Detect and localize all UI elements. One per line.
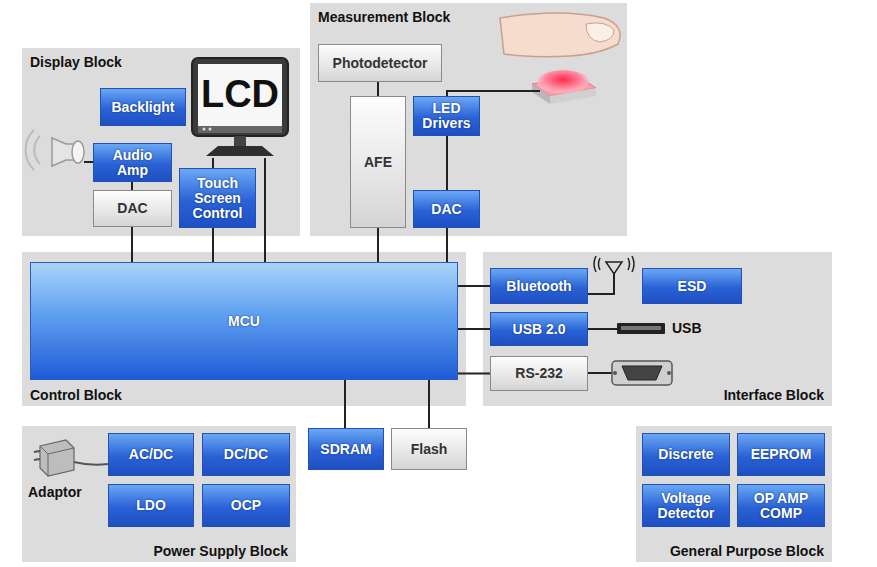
box-label: USB 2.0 <box>513 322 566 337</box>
function-box: USB 2.0 <box>490 312 588 346</box>
adaptor-icon <box>34 440 74 476</box>
bus-line <box>458 328 490 330</box>
box-label: Audio Amp <box>98 148 167 178</box>
block-panel-fill <box>636 426 832 562</box>
bus-line <box>446 228 448 262</box>
function-box: Backlight <box>100 88 186 126</box>
box-label: OCP <box>231 498 261 513</box>
box-label: EEPROM <box>751 447 812 462</box>
block-heading: Measurement Block <box>318 9 450 25</box>
box-label: RS-232 <box>515 366 562 381</box>
function-box: OP AMP COMP <box>737 484 825 527</box>
box-label: Backlight <box>111 100 174 115</box>
lcd-monitor: LCD <box>190 56 290 158</box>
box-label: LED Drivers <box>418 101 475 131</box>
speaker-wire <box>84 161 93 163</box>
bus-line <box>131 227 133 262</box>
usb-connector-icon <box>617 323 665 334</box>
bus-line <box>428 380 430 428</box>
usb-wire <box>588 328 617 330</box>
bus-line <box>131 182 133 190</box>
box-label: DAC <box>117 201 147 216</box>
box-label: Photodetector <box>333 56 428 71</box>
box-label: DC/DC <box>224 447 268 462</box>
box-label: Discrete <box>658 447 713 462</box>
function-box: Discrete <box>642 433 730 476</box>
block-panel: BacklightAudio AmpDAC Touch Screen Contro… <box>22 48 300 236</box>
box-label: Touch Screen Control <box>184 176 251 221</box>
block-heading: Display Block <box>30 54 122 70</box>
box-label: Flash <box>411 442 448 457</box>
block-panel-fill <box>310 3 627 236</box>
function-box-grey: Photodetector <box>318 44 442 82</box>
box-label: SDRAM <box>320 442 371 457</box>
block-panel-fill <box>22 252 466 406</box>
box-label: Voltage Detector <box>647 491 725 521</box>
function-box: EEPROM <box>737 433 825 476</box>
antenna-icon <box>594 256 634 274</box>
block-heading: Power Supply Block <box>153 543 288 559</box>
adaptor-wire <box>74 462 108 465</box>
block-panel-fill <box>22 426 296 562</box>
serial-wire <box>588 372 612 374</box>
block-panel-fill <box>483 252 832 406</box>
function-box: Audio Amp <box>93 143 172 182</box>
function-box-grey: AFE <box>350 96 406 228</box>
function-box: Bluetooth <box>490 268 588 304</box>
speaker-icon <box>26 130 84 170</box>
function-box: AC/DC <box>108 433 194 476</box>
bus-line <box>377 228 379 262</box>
block-panel-fill <box>22 48 300 236</box>
box-label: DAC <box>431 202 461 217</box>
bus-line <box>446 136 448 190</box>
function-box: OCP <box>202 484 290 527</box>
function-box: DC/DC <box>202 433 290 476</box>
function-box: SDRAM <box>308 428 384 470</box>
block-heading: Interface Block <box>724 387 824 403</box>
function-box: DAC <box>413 190 480 228</box>
box-label: Bluetooth <box>506 279 571 294</box>
bus-line <box>344 380 346 428</box>
function-box: Voltage Detector <box>642 484 730 527</box>
bus-line <box>212 228 214 262</box>
function-box: LED Drivers <box>413 96 480 136</box>
function-box: Touch Screen Control <box>179 168 256 228</box>
function-box-grey: DAC <box>93 190 172 227</box>
box-label: MCU <box>228 314 260 329</box>
box-label: ESD <box>678 279 707 294</box>
antenna-wire <box>588 272 614 294</box>
block-panel: MCU Control Block <box>22 252 466 406</box>
mcu-box: MCU <box>30 262 458 380</box>
box-label: OP AMP COMP <box>742 491 820 521</box>
box-label: LCD <box>190 74 290 114</box>
block-panel: PhotodetectorAFE LED DriversDAC Measuremen… <box>310 3 627 236</box>
bus-line <box>458 373 490 375</box>
function-box-grey: RS-232 <box>490 356 588 391</box>
function-box: ESD <box>642 268 742 304</box>
bus-line <box>458 285 490 287</box>
block-heading: General Purpose Block <box>670 543 824 559</box>
box-label: AC/DC <box>129 447 173 462</box>
db9-connector-icon <box>612 361 672 385</box>
bus-line <box>377 82 379 96</box>
block-panel: Discrete EEPROM Voltage Detector OP AMP COM… <box>636 426 832 562</box>
box-label: LDO <box>136 498 166 513</box>
bus-line <box>264 158 266 262</box>
box-label: AFE <box>364 155 392 170</box>
part-label: Adaptor <box>28 484 82 500</box>
block-heading: Control Block <box>30 387 122 403</box>
function-box: LDO <box>108 484 194 527</box>
block-panel: Bluetooth ESD USB 2.0RS-232Interface Block <box>483 252 832 406</box>
function-box-grey: Flash <box>391 428 467 470</box>
bus-line <box>212 158 214 168</box>
part-label: USB <box>672 320 702 336</box>
